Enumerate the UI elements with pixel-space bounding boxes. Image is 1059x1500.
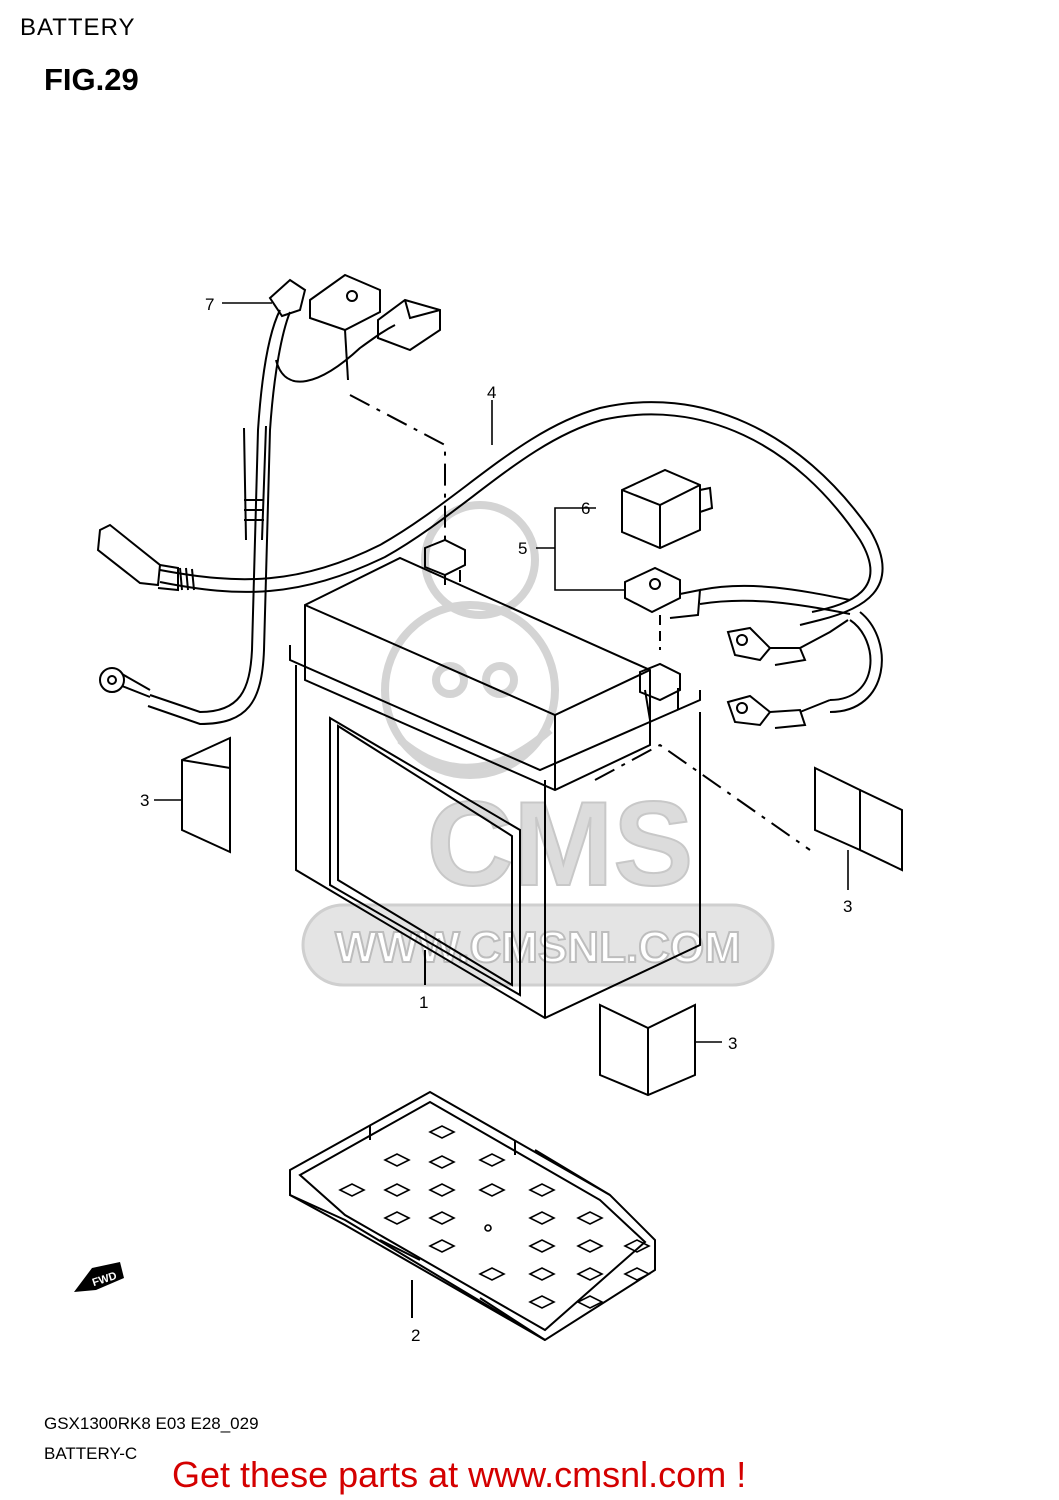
promo-link[interactable]: Get these parts at www.cmsnl.com !: [172, 1454, 747, 1495]
callout-7: 7: [205, 295, 214, 314]
fwd-arrow-icon: FWD: [74, 1262, 124, 1292]
callout-leaders: [154, 302, 849, 1043]
callout-5: 5: [518, 539, 527, 558]
watermark-mascot: [381, 501, 559, 779]
part-3-pad-bottom: [599, 1003, 696, 1097]
callout-2: 2: [411, 1326, 420, 1345]
part-7-wiring-harness: [99, 273, 446, 726]
callout-3-left: 3: [140, 791, 149, 810]
callout-1: 1: [419, 993, 428, 1012]
watermark-brand: CMS: [427, 777, 694, 911]
part-4-battery-cable: [96, 401, 884, 713]
callout-4: 4: [487, 383, 496, 402]
part-1-battery: [289, 538, 811, 1020]
model-code: GSX1300RK8 E03 E28_029: [44, 1414, 259, 1433]
diagram-sub-code: BATTERY-C: [44, 1444, 138, 1463]
callout-3-bottom: 3: [728, 1034, 737, 1053]
watermark: CMS WWW.CMSNL.COM: [301, 501, 775, 987]
part-2-battery-tray: [289, 1090, 656, 1342]
tray-slots: [338, 1125, 651, 1309]
part-5-terminal-lead: [624, 566, 851, 729]
part-3-pad-right: [814, 766, 903, 872]
callout-6: 6: [581, 499, 590, 518]
watermark-url: WWW.CMSNL.COM: [335, 923, 741, 972]
callout-3-right: 3: [843, 897, 852, 916]
part-6-terminal-cover: [621, 468, 714, 550]
part-3-pad-left: [181, 736, 231, 854]
section-title: BATTERY: [20, 14, 136, 41]
figure-number: FIG.29: [44, 62, 139, 97]
